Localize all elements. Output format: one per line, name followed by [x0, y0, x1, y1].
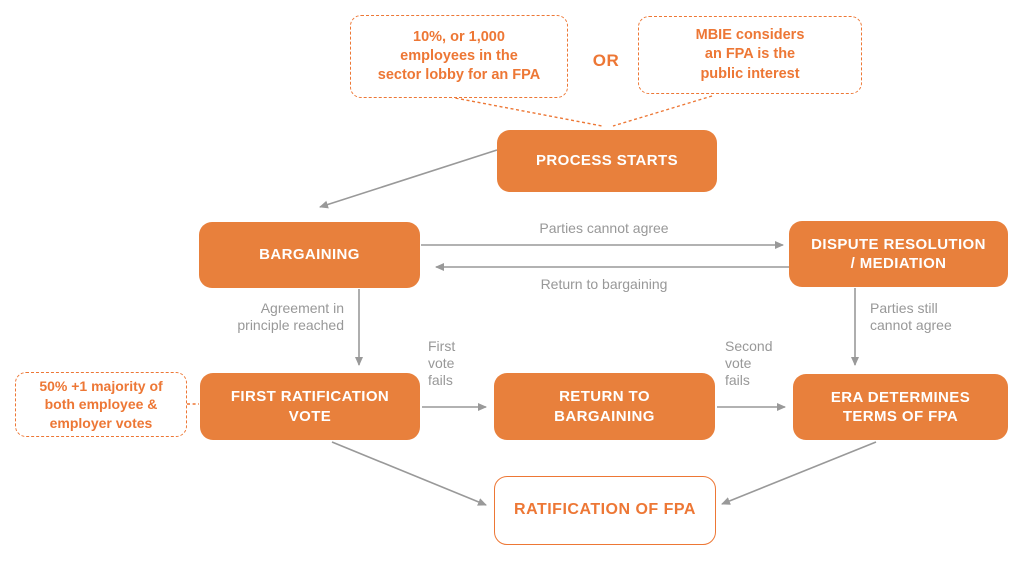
- edge-label-parties-cannot-agree: Parties cannot agree: [539, 220, 669, 236]
- edge-label-agreement-in-principle: Agreement in principle reached: [237, 300, 344, 334]
- callout-mbie-public-interest: MBIE considers an FPA is the public inte…: [638, 16, 862, 94]
- edge-label-parties-still-cannot-agree: Parties still cannot agree: [870, 300, 952, 334]
- node-return-to-bargaining-label: RETURN TO BARGAINING: [554, 388, 655, 425]
- or-label: OR: [592, 51, 620, 70]
- node-first-ratification-vote: FIRST RATIFICATION VOTE: [200, 373, 420, 440]
- node-dispute-resolution-label: DISPUTE RESOLUTION / MEDIATION: [811, 235, 986, 273]
- tail-lobby-to-process: [449, 96, 603, 127]
- callout-lobby-text: 10%, or 1,000 employees in the sector lo…: [377, 28, 541, 84]
- edge-label-first-vote-fails: First vote fails: [428, 338, 456, 389]
- node-dispute-resolution-mediation: DISPUTE RESOLUTION / MEDIATION: [789, 221, 1008, 287]
- arrow-process-to-bargaining: [319, 149, 498, 209]
- arrow-firstvote-to-ratification: [331, 441, 487, 506]
- node-first-ratification-vote-label: FIRST RATIFICATION VOTE: [230, 388, 390, 425]
- arrow-era-to-ratification: [721, 441, 877, 505]
- callout-majority-text: 50% +1 majority of both employee & emplo…: [39, 377, 163, 431]
- node-process-starts: PROCESS STARTS: [497, 130, 717, 192]
- node-return-to-bargaining: RETURN TO BARGAINING: [494, 373, 715, 440]
- tail-mbie-to-process: [612, 95, 713, 127]
- node-ratification-of-fpa-label: RATIFICATION OF FPA: [514, 501, 696, 519]
- node-process-starts-label: PROCESS STARTS: [535, 152, 678, 170]
- callout-majority-rule: 50% +1 majority of both employee & emplo…: [15, 372, 187, 437]
- edge-label-second-vote-fails: Second vote fails: [725, 338, 773, 389]
- node-ratification-of-fpa: RATIFICATION OF FPA: [494, 476, 716, 545]
- edge-label-return-to-bargaining: Return to bargaining: [540, 276, 668, 292]
- node-era-determines-terms: ERA DETERMINES TERMS OF FPA: [793, 374, 1008, 440]
- node-era-determines-terms-label: ERA DETERMINES TERMS OF FPA: [830, 388, 971, 426]
- node-bargaining-label: BARGAINING: [259, 246, 360, 264]
- node-bargaining: BARGAINING: [199, 222, 420, 288]
- callout-mbie-text: MBIE considers an FPA is the public inte…: [695, 27, 805, 82]
- callout-lobby-threshold: 10%, or 1,000 employees in the sector lo…: [350, 15, 568, 98]
